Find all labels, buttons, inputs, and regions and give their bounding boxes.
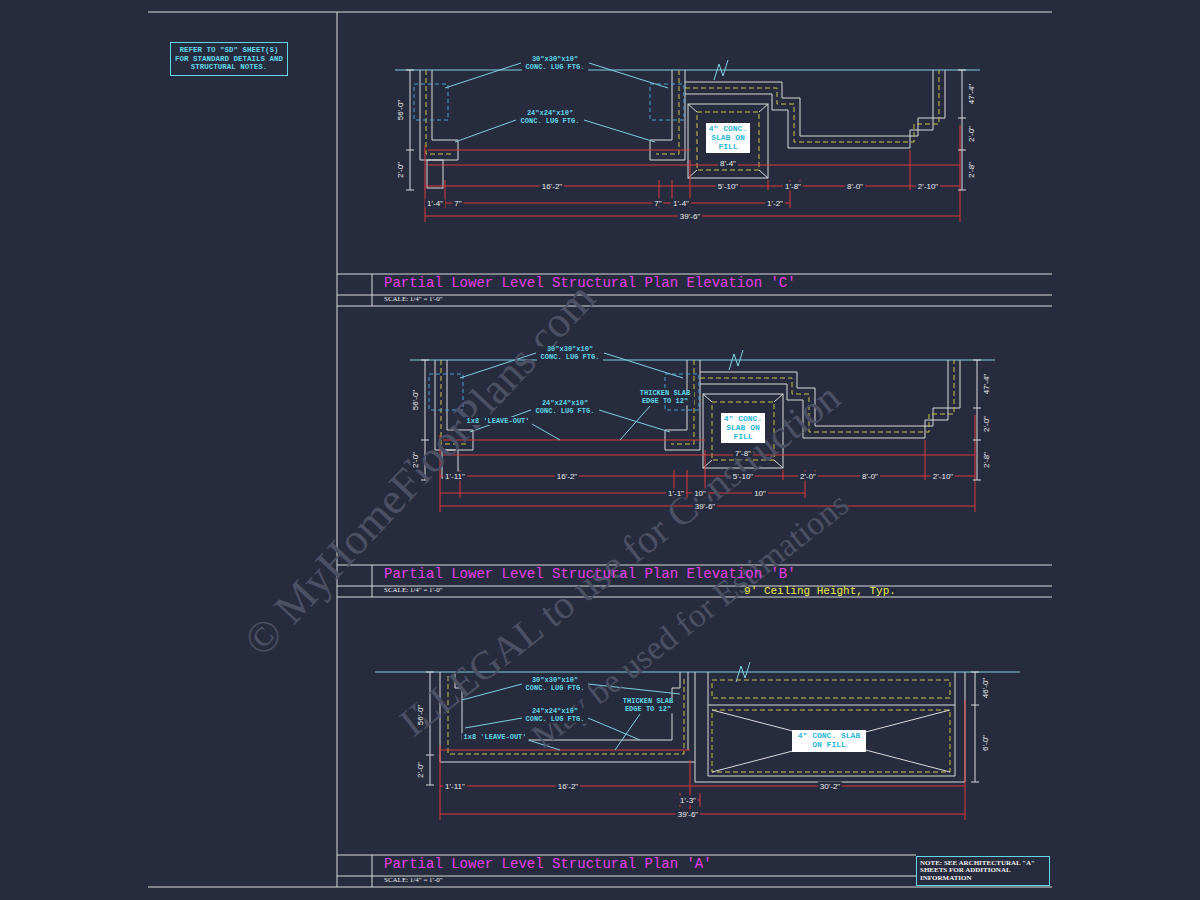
dimension-text: 7" [452, 199, 463, 208]
sheet-frame [148, 12, 1052, 887]
dimension-text: 7'-8" [733, 449, 753, 458]
dimension-text: 56'-0" [396, 98, 405, 122]
slab-edge [712, 710, 950, 772]
callout-text: 24"x24"x10" CONC. LUG FTG. [517, 110, 583, 125]
dimension-text: 10" [692, 489, 708, 498]
callout-text: 30"x30"x10" CONC. LUG FTG. [522, 56, 588, 71]
dimension-text: 16'-2" [556, 782, 580, 791]
dimension-text: 39'-6" [676, 810, 700, 819]
plan-title: Partial Lower Level Structural Plan Elev… [372, 566, 1052, 586]
title-band: Partial Lower Level Structural Plan 'A'S… [372, 856, 916, 887]
dimension-text: 2'-8" [967, 160, 976, 180]
scale-text: SCALE: 1/4" = 1'-0" [372, 586, 1052, 594]
title-band: Partial Lower Level Structural Plan Elev… [372, 566, 1052, 597]
dimension-text: 1'-11" [443, 782, 467, 791]
extension-line [440, 700, 965, 820]
plan-c-linework [395, 60, 980, 222]
leader-line [532, 424, 560, 440]
dimension-text: 39'-6" [678, 212, 702, 221]
slab-tag: 4" CONC. SLAB ON FILL [706, 123, 750, 153]
callout-text: THICKEN SLAB EDGE TO 12" [636, 390, 694, 405]
dimension-line [440, 786, 965, 814]
dimension-text: 2'-0" [982, 414, 991, 434]
dimension-text: 2'-10" [931, 472, 955, 481]
dimension-text: 39'-6" [693, 502, 717, 511]
dimension-text: 56'-0" [411, 388, 420, 412]
callout-text: 30"x30"x10" CONC. LUG FTG. [537, 346, 603, 361]
dimension-text: 16'-2" [555, 472, 579, 481]
leader-line [620, 406, 650, 440]
dimension-text: 2'-0" [416, 760, 425, 780]
scale-text: SCALE: 1/4" = 1'-0" [372, 876, 916, 884]
dimension-text: 1'-1" [666, 489, 686, 498]
slab-cross [712, 710, 950, 772]
dimension-text: 2'-10" [916, 182, 940, 191]
dimension-text: 8'-4" [718, 159, 738, 168]
plan-title: Partial Lower Level Structural Plan 'A' [372, 856, 916, 876]
title-band: Partial Lower Level Structural Plan Elev… [372, 275, 1052, 306]
callout-text: THICKEN SLAB EDGE TO 12" [619, 698, 677, 713]
foundation-wall [695, 672, 965, 782]
dimension-text: 16'-2" [540, 182, 564, 191]
dimension-text: 1'-3" [678, 796, 698, 805]
title-band-lines [337, 855, 916, 887]
slab-tag: 4" CONC. SLAB ON FILL [792, 730, 866, 752]
dimension-text: 1'-2" [765, 199, 785, 208]
dimension-text: 1'-8" [783, 182, 803, 191]
reference-line [440, 750, 690, 751]
scale-text: SCALE: 1/4" = 1'-0" [372, 295, 1052, 303]
callout-text: 1x8 'LEAVE-OUT' [461, 733, 528, 741]
dimension-text: 30'-2" [818, 782, 842, 791]
note-box: NOTE: SEE ARCHITECTURAL "A" SHEETS FOR A… [916, 856, 1050, 886]
frame-line [148, 12, 1052, 13]
callout-text: 1x8 'LEAVE-OUT' [464, 417, 531, 425]
dimension-text: 8'-0" [845, 182, 865, 191]
frame-line [148, 887, 1052, 888]
slab-tag: 4" CONC. SLAB ON FILL [721, 413, 765, 443]
dimension-text: 10" [752, 489, 768, 498]
slab-label: 4" CONC. SLAB ON FILL [708, 125, 748, 151]
dimension-text: 2'-0" [967, 124, 976, 144]
dimension-text: 5'-10" [716, 182, 740, 191]
dimension-text: 2'-0" [396, 160, 405, 180]
plan-title: Partial Lower Level Structural Plan Elev… [372, 275, 1052, 295]
frame-line [337, 12, 338, 887]
dimension-text: 7" [652, 199, 663, 208]
dimension-text: 47'-4" [982, 372, 991, 396]
dimension-text: 2'-0" [798, 472, 818, 481]
title-band-lines [337, 274, 1052, 306]
dimension-text: 1'-4" [671, 199, 691, 208]
note-box: REFER TO "SD" SHEET(S) FOR STANDARD DETA… [170, 42, 288, 76]
dimension-text: 46'-0" [981, 676, 990, 700]
dimension-text: 8'-0" [860, 472, 880, 481]
dimension-text: 1'-4" [425, 199, 445, 208]
slab-label: 4" CONC. SLAB ON FILL [794, 732, 864, 750]
callout-text: 24"x24"x10" CONC. LUG FTG. [532, 400, 598, 415]
note-text: REFER TO "SD" SHEET(S) FOR STANDARD DETA… [174, 46, 284, 72]
callout-text: 24"x24"x10" CONC. LUG FTG. [522, 708, 588, 723]
dimension-line [971, 672, 979, 782]
dimension-text: 1'-11" [443, 472, 467, 481]
dimension-text: 6'-0" [981, 733, 990, 753]
note-text: NOTE: SEE ARCHITECTURAL "A" SHEETS FOR A… [920, 860, 1046, 882]
callout-text: 30"x30"x10" CONC. LUG FTG. [522, 677, 588, 692]
dimension-text: 47'-4" [967, 82, 976, 106]
foundation-wall [688, 672, 689, 750]
dimension-text: 2'-8" [982, 450, 991, 470]
dimension-text: 2'-0" [411, 450, 420, 470]
footing-line [712, 680, 950, 698]
break-symbol [736, 662, 750, 682]
slab-label: 4" CONC. SLAB ON FILL [723, 415, 763, 441]
dimension-text: 5'-10" [731, 472, 755, 481]
ceiling-note: 9' Ceiling Height, Typ. [742, 585, 898, 597]
foundation-wall [708, 672, 955, 776]
dimension-text: 56'-0" [416, 703, 425, 727]
